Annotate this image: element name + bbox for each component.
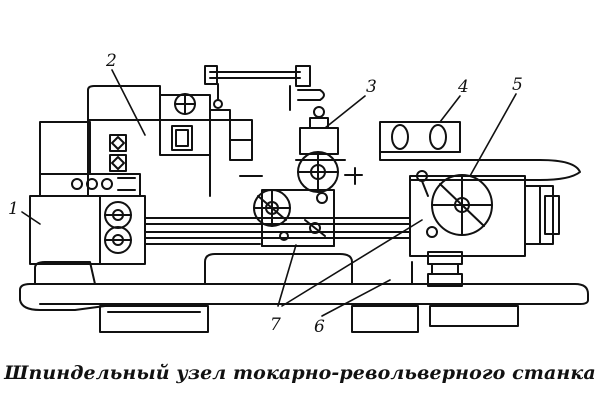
figure-caption: Шпиндельный узел токарно-револьверного с… xyxy=(4,362,596,384)
callout-2: 2 xyxy=(105,51,117,71)
cross-slide xyxy=(389,159,581,287)
leader-lines xyxy=(21,69,517,317)
callout-6: 6 xyxy=(314,317,325,337)
callout-7: 7 xyxy=(270,315,281,335)
tool-post xyxy=(379,121,466,161)
carriage-apron xyxy=(253,189,335,247)
callout-3: 3 xyxy=(366,77,377,97)
feed-mechanism xyxy=(159,65,325,161)
machine-bed xyxy=(19,253,589,333)
callout-1: 1 xyxy=(8,199,19,219)
callout-labels: 1 2 3 4 5 6 7 xyxy=(8,51,523,337)
headstock xyxy=(29,85,411,265)
turret-head xyxy=(239,106,363,193)
callout-5: 5 xyxy=(512,75,523,95)
callout-4: 4 xyxy=(457,77,469,97)
